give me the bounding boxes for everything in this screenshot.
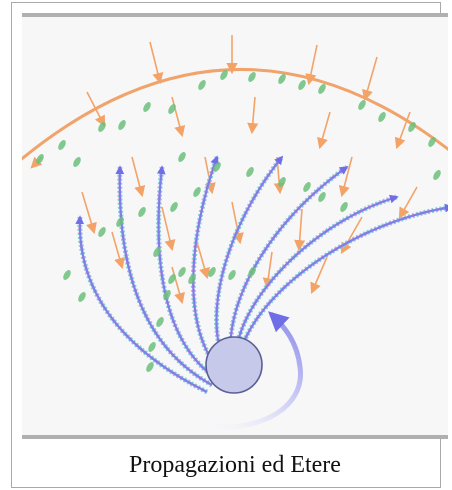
ether-arrow [161,206,176,252]
leaf-marker-icon [318,192,326,202]
ether-arrow [362,56,378,102]
leaf-marker-icon [178,267,186,277]
leaf-marker-icon [36,154,44,164]
ether-arrow [111,231,125,270]
leaf-marker-icon [378,112,386,122]
figure-caption: Propagazioni ed Etere [129,451,341,478]
wave-trails [75,155,448,395]
leaf-marker-icon [148,342,156,352]
propagation-diagram [22,35,448,430]
leaf-marker-icon [153,247,161,257]
wave-trail-teal [233,194,398,358]
leaf-marker-icon [118,120,126,130]
leaf-marker-icon [213,162,221,172]
ether-arrow [171,266,185,305]
leaf-marker-icon [168,274,176,284]
leaf-marker-icon [63,270,71,280]
leaf-marker-icon [248,72,256,82]
leaf-marker-icon [318,84,326,94]
leaf-marker-icon [143,102,151,112]
ether-arrow [86,91,106,127]
source-sphere-icon [205,336,263,394]
leaf-marker-icon [246,167,254,177]
leaf-markers [36,70,441,372]
ether-arrow [340,216,363,254]
ether-arrow [231,201,244,245]
leaf-marker-icon [98,122,106,132]
leaf-marker-icon [358,100,366,110]
leaf-marker-icon [168,104,176,114]
rotation-arrow-icon [196,311,303,430]
figure-frame: Propagazioni ed Etere [11,2,448,488]
leaf-marker-icon [433,170,441,180]
leaf-marker-icon [408,122,416,132]
leaf-marker-icon [340,202,348,212]
leaf-marker-icon [220,70,228,80]
leaf-marker-icon [188,274,196,284]
leaf-marker-icon [303,182,311,192]
ether-arrow [204,156,216,195]
leaf-marker-icon [138,207,146,217]
ether-arrow [317,111,331,150]
leaf-marker-icon [163,290,171,300]
leaf-marker-icon [146,362,154,372]
wave-trail-arrow [234,194,399,358]
leaf-marker-icon [278,177,286,187]
leaf-marker-icon [58,140,66,150]
leaf-marker-icon [178,152,186,162]
leaf-marker-icon [78,292,86,302]
leaf-marker-icon [248,267,256,277]
ether-arrow [81,191,97,235]
leaf-marker-icon [98,227,106,237]
ether-arrow [305,44,318,86]
ether-arrow [338,156,353,198]
ether-arrow [149,41,164,85]
wave-trail-arrow [115,165,213,386]
leaf-marker-icon [428,137,436,147]
ether-arrow [398,186,418,219]
wave-trail-teal [117,166,214,388]
leaf-marker-icon [116,217,124,227]
diagram-image [22,13,448,439]
leaf-marker-icon [208,267,216,277]
ether-arrow [394,111,411,150]
ether-arrow [310,256,328,295]
leaf-marker-icon [193,187,201,197]
wave-trail-arrow [238,203,448,354]
ether-arrow [131,156,146,198]
leaf-marker-icon [170,202,178,212]
leaf-marker-icon [73,157,81,167]
ether-arrow [171,96,186,138]
ether-arrow [262,251,274,290]
ether-arrow [196,241,210,280]
leaf-marker-icon [278,74,286,84]
wave-trail-pink [118,166,213,387]
leaf-marker-icon [156,317,164,327]
wave-trail-pink [234,195,398,358]
leaf-marker-icon [298,80,306,90]
leaf-marker-icon [228,270,236,280]
ether-arrow [294,208,306,252]
leaf-marker-icon [198,80,206,90]
wave-trail-arrow [75,215,208,393]
ether-arrow [247,96,259,135]
